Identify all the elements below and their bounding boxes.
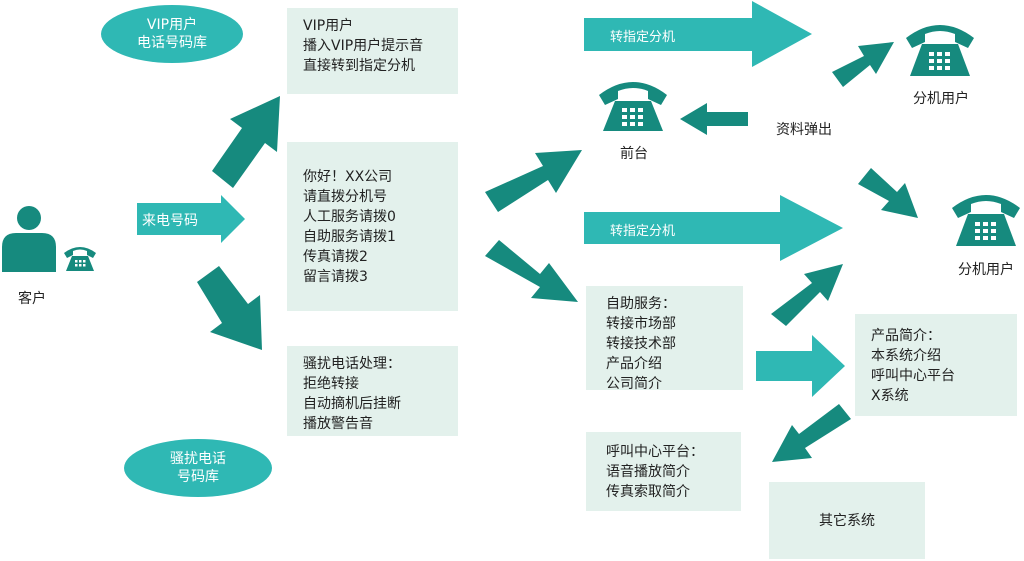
- arrow-to-vip: [212, 96, 280, 188]
- self-service-line: 转接技术部: [606, 336, 676, 352]
- arrow-to-ext-user-1: [832, 42, 894, 87]
- ext-user-label-2: 分机用户: [958, 262, 1014, 278]
- self-service-line: 自助服务：: [606, 296, 676, 312]
- arrow-to-ext-user-2: [858, 168, 918, 218]
- arrow-to-self-service: [485, 240, 578, 302]
- vip-box-line: VIP用户: [303, 18, 354, 34]
- arrow-transfer-2: [584, 195, 843, 261]
- other-system-box: 其它系统: [769, 482, 925, 559]
- self-service-line: 转接市场部: [606, 316, 676, 332]
- self-service-line: 产品介绍: [606, 356, 662, 372]
- callcenter-box: 呼叫中心平台： 语音播放简介 传真索取简介: [586, 432, 741, 511]
- telephone-icon: [599, 82, 667, 131]
- arrow-to-ext-user-2-from-transfer: [771, 264, 843, 326]
- harass-line: 播放警告音: [303, 416, 373, 432]
- vip-box: VIP用户 播入VIP用户提示音 直接转到指定分机: [287, 8, 458, 94]
- greeting-line: 请直拨分机号: [303, 189, 387, 205]
- arrow-transfer-1: [584, 1, 812, 67]
- transfer-label-2: 转指定分机: [610, 224, 676, 239]
- product-line: 本系统介绍: [871, 348, 941, 364]
- incoming-number-label: 来电号码: [142, 213, 198, 229]
- product-line: 产品简介：: [871, 328, 941, 344]
- arrow-to-other-system: [772, 404, 851, 462]
- vip-number-library: VIP用户 电话号码库: [101, 5, 243, 63]
- harass-line: 骚扰电话处理：: [303, 356, 401, 372]
- harass-library-line-1: 骚扰电话: [170, 451, 226, 467]
- info-popup-label: 资料弹出: [776, 122, 832, 138]
- callcenter-line: 呼叫中心平台：: [606, 444, 704, 460]
- arrow-to-front-desk: [485, 150, 582, 212]
- vip-library-line-1: VIP用户: [146, 17, 198, 33]
- telephone-icon: [906, 25, 974, 76]
- transfer-label-1: 转指定分机: [610, 30, 676, 45]
- arrow-popup-to-front-desk: [680, 103, 748, 135]
- self-service-box: 自助服务： 转接市场部 转接技术部 产品介绍 公司简介: [586, 286, 743, 392]
- greeting-line: 你好！XX公司: [303, 169, 393, 185]
- greeting-line: 自助服务请拨1: [303, 229, 396, 245]
- greeting-line: 人工服务请拨0: [303, 209, 396, 225]
- product-line: 呼叫中心平台: [871, 368, 955, 384]
- product-intro-box: 产品简介： 本系统介绍 呼叫中心平台 X系统: [855, 314, 1017, 416]
- vip-box-line: 播入VIP用户提示音: [303, 38, 424, 54]
- vip-library-line-2: 电话号码库: [137, 35, 207, 51]
- harass-number-library: 骚扰电话 号码库: [124, 439, 272, 497]
- vip-box-line: 直接转到指定分机: [303, 58, 415, 74]
- ext-user-label-1: 分机用户: [913, 91, 969, 107]
- harass-library-line-2: 号码库: [177, 469, 219, 485]
- callcenter-line: 语音播放简介: [606, 464, 690, 480]
- greeting-line: 传真请拨2: [303, 249, 368, 265]
- arrow-incoming: [137, 195, 245, 243]
- harass-line: 自动摘机后挂断: [303, 396, 401, 412]
- greeting-line: 留言请拨3: [303, 269, 368, 285]
- telephone-icon: [64, 247, 96, 271]
- callcenter-line: 传真索取简介: [606, 484, 690, 500]
- greeting-box: 你好！XX公司 请直拨分机号 人工服务请拨0 自助服务请拨1 传真请拨2 留言请…: [287, 142, 458, 311]
- front-desk-label: 前台: [620, 146, 648, 162]
- telephone-icon: [952, 195, 1020, 246]
- harass-handling-box: 骚扰电话处理： 拒绝转接 自动摘机后挂断 播放警告音: [287, 346, 458, 436]
- person-icon: [2, 206, 56, 272]
- product-line: X系统: [871, 388, 909, 404]
- customer-label: 客户: [18, 291, 46, 307]
- arrow-to-harass: [197, 266, 262, 350]
- self-service-line: 公司简介: [606, 376, 662, 392]
- arrow-to-product: [756, 335, 845, 397]
- other-system-label: 其它系统: [819, 512, 875, 529]
- harass-line: 拒绝转接: [303, 376, 359, 392]
